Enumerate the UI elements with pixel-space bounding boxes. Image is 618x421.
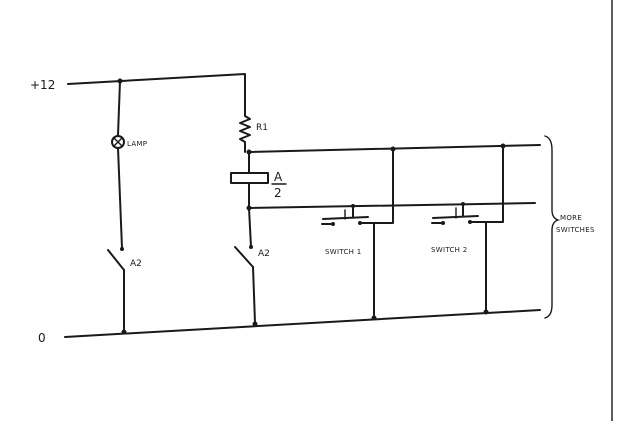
junction-dot (252, 321, 258, 327)
more-switches-label-2: SWITCHES (556, 226, 595, 234)
lamp-lower-wire (117, 147, 123, 249)
switch-2-symbol (431, 203, 487, 313)
switch-2-label: SWITCH 2 (431, 246, 468, 254)
contact-feed-wire (248, 207, 252, 248)
switch-1-label: SWITCH 1 (325, 248, 362, 256)
relay-label-top: A (274, 170, 283, 184)
more-switches-label-1: MORE (560, 214, 582, 222)
resistor-r1 (239, 109, 251, 153)
relay-contact-left (107, 249, 125, 271)
contact-return-wire (252, 266, 256, 324)
lamp-symbol (111, 135, 125, 149)
contact-right-label: A2 (258, 249, 270, 259)
relay-label-bottom: 2 (274, 186, 282, 200)
contact-terminal (249, 245, 253, 249)
switch-1-symbol (321, 205, 375, 319)
lamp-upper-wire (117, 80, 121, 136)
more-switches-brace (544, 135, 561, 319)
resistor-label: R1 (256, 123, 268, 133)
ground-label: 0 (38, 331, 46, 345)
lamp-label: LAMP (127, 140, 147, 148)
supply-label: +12 (30, 78, 55, 92)
switch-2-top-link (485, 145, 504, 223)
junction-dot (121, 329, 127, 335)
contact-left-label: A2 (130, 259, 142, 269)
relay-contact-right (234, 246, 254, 268)
supply-rail (67, 73, 246, 111)
switch-1-top-link (373, 148, 394, 224)
ground-bus (64, 309, 541, 338)
relay-coil (230, 172, 269, 184)
contact-terminal (120, 247, 124, 251)
